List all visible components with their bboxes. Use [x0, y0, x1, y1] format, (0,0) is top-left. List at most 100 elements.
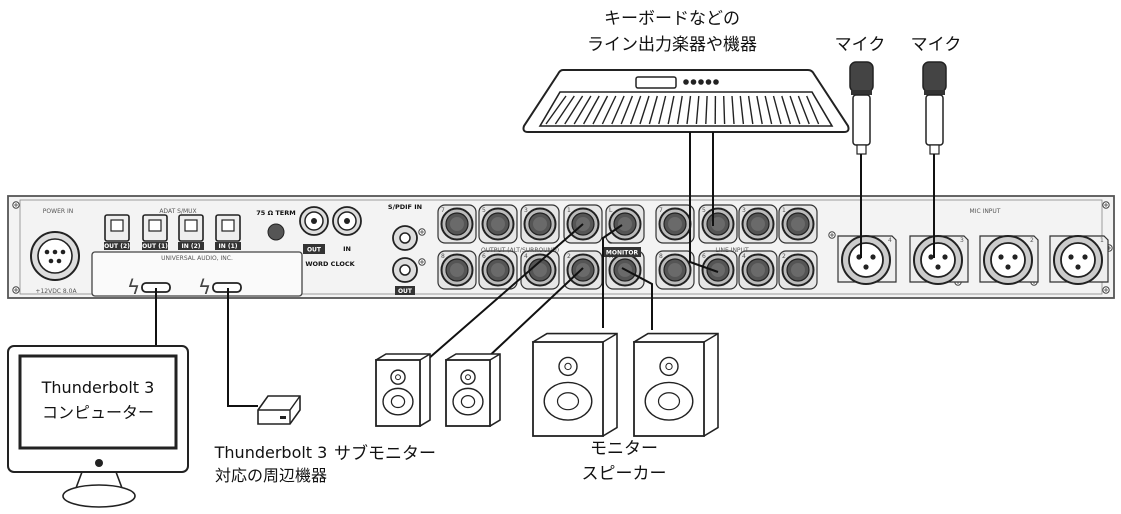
jack-number: 4: [524, 253, 528, 260]
output-jack[interactable]: 4: [520, 250, 560, 290]
adat-port-label: OUT (2): [104, 243, 130, 250]
adat-label: ADAT S/MUX: [159, 208, 196, 215]
line-input-jack[interactable]: 1: [778, 204, 818, 244]
output-jack[interactable]: 3: [520, 204, 560, 244]
jack-number: 3: [524, 207, 528, 214]
keyboard-key: [545, 95, 567, 125]
line-input-jack[interactable]: 4: [738, 250, 778, 290]
keyboard-key: [658, 95, 667, 125]
brand-label: UNIVERSAL AUDIO, INC.: [161, 255, 233, 262]
screw-icon: [828, 231, 836, 239]
jack-number: L: [609, 207, 613, 214]
line-input-jack[interactable]: 6: [698, 250, 738, 290]
term-label: 75 Ω TERM: [256, 209, 295, 217]
keyboard-key: [564, 95, 584, 125]
word-clock-in-bnc[interactable]: [332, 206, 362, 236]
keyboard-knob: [690, 79, 697, 85]
jack-number: 6: [702, 253, 706, 260]
word-clock-out-bnc[interactable]: [299, 206, 329, 236]
mic-input-number: 4: [888, 237, 892, 244]
screw-icon: [418, 258, 426, 266]
sub-monitor-speaker-icon: [374, 353, 431, 428]
keyboard-key: [629, 95, 642, 125]
computer-monitor-icon: [7, 345, 189, 508]
jack-number: 1: [782, 207, 786, 214]
jack-number: 6: [482, 253, 486, 260]
monitor-jack[interactable]: L: [605, 204, 645, 244]
mic-label-right: マイク: [911, 35, 962, 55]
adat-port[interactable]: IN (1): [215, 214, 241, 250]
mic-input-xlr[interactable]: 2: [979, 235, 1039, 285]
jack-number: 5: [482, 207, 486, 214]
keyboard-knob: [683, 79, 689, 85]
monitor-badge: [603, 247, 641, 257]
term-switch[interactable]: [267, 223, 285, 241]
line-input-jack[interactable]: 5: [698, 204, 738, 244]
spdif-in-rca[interactable]: [392, 225, 418, 251]
adat-port[interactable]: OUT (2): [104, 214, 130, 250]
wc-in-label: IN: [343, 245, 351, 253]
keyboard-key: [648, 95, 658, 125]
keyboard-key: [764, 95, 773, 125]
keyboard-key: [573, 95, 592, 125]
monitor-speaker-icon: [531, 332, 618, 438]
output-jack[interactable]: 5: [478, 204, 518, 244]
keyboard-key: [639, 95, 650, 125]
cable-monitor-right: [621, 267, 653, 330]
word-clock-label: WORD CLOCK: [305, 260, 355, 268]
keyboard-key: [806, 95, 820, 125]
cables: [155, 132, 935, 407]
wc-out-label: OUT: [307, 247, 322, 254]
jack-number: 5: [702, 207, 706, 214]
microphone-icon-right: [922, 61, 947, 155]
mic-input-xlr[interactable]: 1: [1049, 235, 1109, 285]
mic-input-number: 3: [960, 237, 964, 244]
adat-port[interactable]: IN (2): [178, 214, 204, 250]
screw-icon: [1102, 286, 1110, 294]
line-input-jack[interactable]: 7: [655, 204, 695, 244]
jack-number: 3: [742, 207, 746, 214]
thunderbolt-plate: UNIVERSAL AUDIO, INC. ϟ ϟ: [91, 251, 303, 299]
output-jack[interactable]: 6: [478, 250, 518, 290]
jack-number: 2: [567, 253, 571, 260]
keyboard-key: [582, 95, 600, 125]
monitor-speaker-label-line2: スピーカー: [582, 464, 667, 484]
keyboard-key: [797, 95, 810, 125]
output-jack[interactable]: 7: [437, 204, 477, 244]
keyboard-key: [611, 95, 625, 125]
spdif-out-badge: [395, 286, 415, 295]
output-jack[interactable]: 8: [437, 250, 477, 290]
sub-monitor-label: サブモニター: [334, 443, 436, 464]
mic-input-number: 2: [1030, 237, 1034, 244]
jack-number: 8: [441, 253, 445, 260]
line-input-jack[interactable]: 3: [738, 204, 778, 244]
computer-label-line1: Thunderbolt 3: [41, 378, 155, 397]
keyboard-key: [676, 95, 683, 125]
spdif-out-rca[interactable]: [392, 257, 418, 283]
hard-drive-icon: [257, 395, 301, 425]
jack-number: 7: [441, 207, 445, 214]
adat-port-label: OUT (1): [142, 243, 168, 250]
screw-icon: [12, 201, 20, 209]
line-input-jack[interactable]: 8: [655, 250, 695, 290]
jack-number: 8: [659, 253, 663, 260]
cable-keyboard-1: [689, 132, 719, 273]
power-in-label: POWER IN: [43, 208, 73, 215]
mic-input-xlr[interactable]: 3: [909, 235, 969, 285]
output-jack[interactable]: 2: [563, 250, 603, 290]
keyboard-label-line2: ライン出力楽器や機器: [587, 35, 757, 55]
jack-number: 4: [742, 253, 746, 260]
line-input-jack[interactable]: 2: [778, 250, 818, 290]
cable-peripheral: [227, 288, 258, 407]
keyboard-label-line1: キーボードなどの: [604, 9, 740, 29]
adat-port[interactable]: OUT (1): [142, 214, 168, 250]
line-input-label: LINE INPUT: [715, 247, 749, 254]
screw-icon: [418, 228, 426, 236]
keyboard-key: [723, 95, 726, 125]
mic-input-xlr[interactable]: 4: [837, 235, 897, 285]
jack-number: 7: [659, 207, 663, 214]
keyboard-key: [592, 95, 609, 125]
power-in-connector[interactable]: [30, 231, 80, 281]
keyboard-knob: [705, 79, 712, 85]
